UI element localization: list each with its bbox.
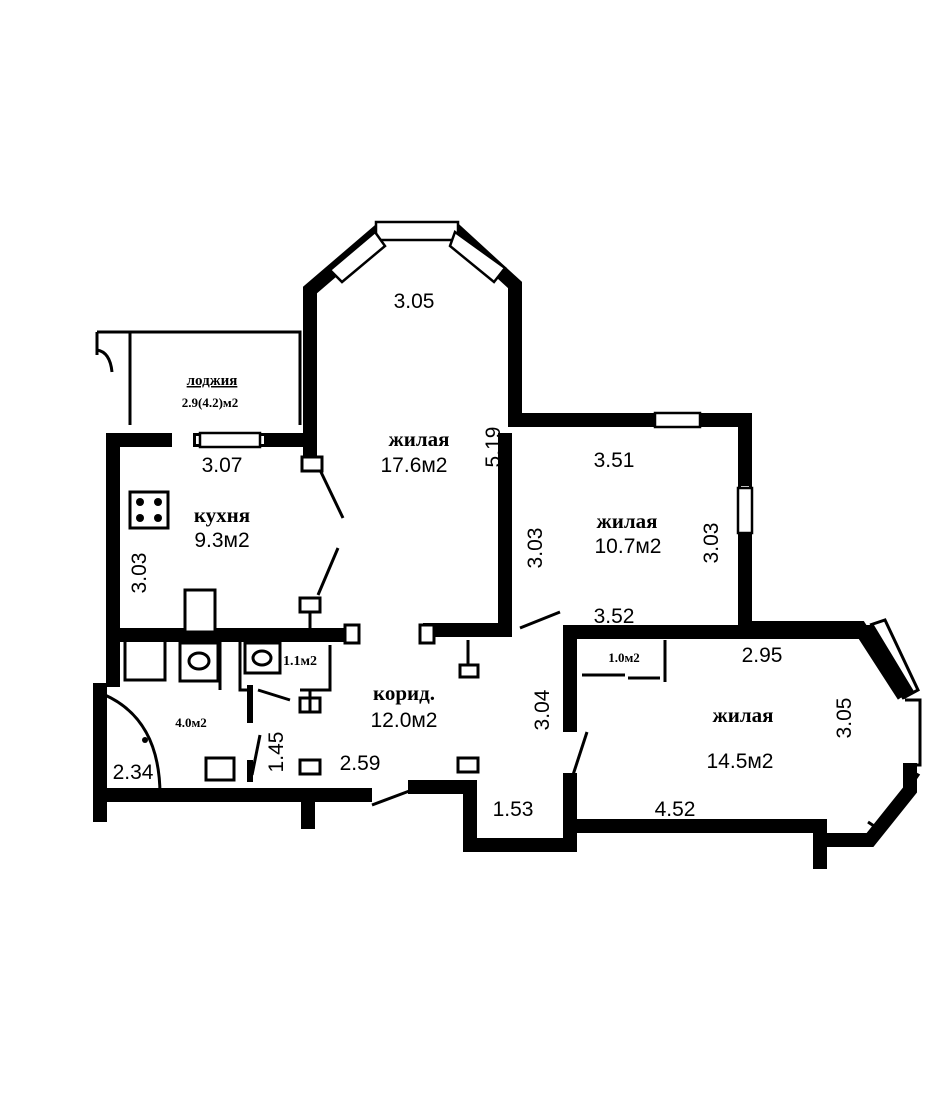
entry-door [371, 788, 413, 807]
bath-door [250, 734, 262, 776]
living1-name: жилая [389, 427, 450, 451]
bath-curve [104, 693, 162, 796]
radiator-icon [247, 685, 253, 723]
loggia-area: 2.9(4.2)м2 [182, 395, 239, 410]
wall-bottom-entry [408, 780, 577, 852]
vent-icon [456, 756, 480, 774]
dim-bay-top: 3.05 [394, 290, 435, 313]
living2-name: жилая [597, 509, 658, 533]
vent-icon [300, 455, 324, 473]
sink-icon [183, 588, 217, 634]
corridor-area: 12.0м2 [371, 709, 438, 732]
door-living1 [316, 469, 345, 596]
door-living2 [519, 610, 561, 630]
wall-living1-living2 [423, 433, 512, 637]
dim-living3-left: 3.04 [531, 689, 554, 730]
kitchen-area: 9.3м2 [194, 529, 249, 552]
loggia-corner [96, 348, 114, 373]
dim-kitchen-top: 3.07 [202, 454, 243, 477]
dim-living3-bottom: 4.52 [655, 798, 696, 821]
closet-area: 1.0м2 [608, 650, 640, 665]
dim-living2-right: 3.03 [700, 523, 723, 564]
dimension-labels: 3.05 3.07 5.19 3.51 3.03 3.03 3.03 3.52 … [113, 290, 856, 821]
fixtures [128, 455, 480, 782]
window-bay-left [328, 230, 387, 284]
dim-living3-right: 3.05 [833, 698, 856, 739]
dim-living3-top: 2.95 [742, 644, 783, 667]
dim-bath-width: 2.34 [113, 761, 154, 784]
room-labels: лоджия 2.9(4.2)м2 жилая 17.6м2 кухня 9.3… [175, 373, 773, 773]
vent-icon [298, 758, 322, 776]
toilet-bowl-icon [251, 649, 273, 667]
living3-name: жилая [713, 703, 774, 727]
dim-living2-top: 3.51 [594, 449, 635, 472]
window-bay-right [448, 230, 507, 284]
dim-hall-width: 2.59 [340, 752, 381, 775]
bathroom-area: 4.0м2 [175, 715, 207, 730]
living3-area: 14.5м2 [707, 750, 774, 773]
wall-bottom-left [93, 683, 372, 829]
stove-icon [128, 490, 170, 530]
vent-icon [418, 623, 436, 645]
stove-burner-icon [154, 498, 162, 506]
door-handle-icon [142, 737, 148, 743]
window-living2-top [653, 411, 702, 429]
wall-living3-top [563, 625, 915, 700]
dim-entry-width: 1.53 [493, 798, 534, 821]
window-living2-right [736, 486, 754, 535]
living2-area: 10.7м2 [595, 535, 662, 558]
wc-area: 1.1м2 [283, 654, 317, 669]
living1-area: 17.6м2 [381, 454, 448, 477]
loggia-name: лоджия [187, 373, 238, 389]
wc-door [257, 688, 291, 702]
stove-burner-icon [136, 498, 144, 506]
dim-living2-left: 3.03 [524, 528, 547, 569]
stove-burner-icon [154, 514, 162, 522]
window-bay-top [374, 220, 460, 242]
kitchen-name: кухня [194, 503, 250, 527]
radiator-icon [247, 760, 253, 782]
dim-living2-bottom: 3.52 [594, 605, 635, 628]
closet-wall [628, 640, 667, 682]
bath-sink-bowl-icon [187, 651, 211, 671]
living3-bay-window [867, 618, 922, 833]
bay-windows [198, 220, 754, 535]
washer-icon [204, 756, 236, 782]
vent-icon [343, 623, 361, 645]
dim-living1-side: 5.19 [482, 427, 505, 468]
dim-kitchen-side: 3.03 [128, 553, 151, 594]
pipes [308, 612, 470, 712]
vent-icon [458, 663, 480, 679]
stove-burner-icon [136, 514, 144, 522]
window-kitchen [198, 431, 262, 449]
door-living3 [570, 731, 589, 779]
vent-icon [298, 596, 322, 614]
dim-hall-height: 1.45 [265, 732, 288, 773]
corridor-name: корид. [373, 681, 435, 705]
